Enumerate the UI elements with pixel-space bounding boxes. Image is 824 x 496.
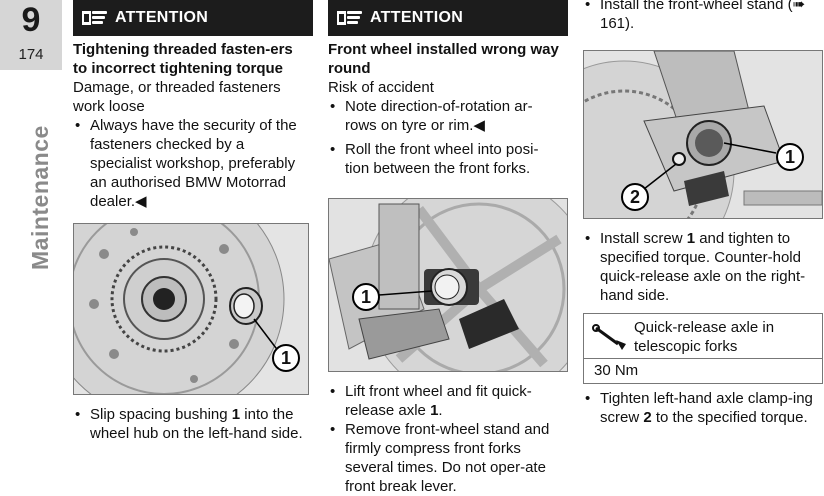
section-title-vertical: Maintenance xyxy=(27,125,57,270)
page-reference-link[interactable]: ➠ 161 xyxy=(600,0,806,32)
column-3: Install the front-wheel stand (➠ 161). 1… xyxy=(583,0,823,427)
spec-label: Quick-release axle in telescopic forks xyxy=(634,319,775,355)
spec-value: 30 Nm xyxy=(594,362,639,379)
axle-clamp-illustration: 1 2 xyxy=(583,50,823,219)
list-item: Roll the front wheel into posi-tion betw… xyxy=(328,140,560,178)
warning-heading: Tightening threaded fasten-ers to incorr… xyxy=(73,41,293,77)
list-item: Install the front-wheel stand (➠ 161). xyxy=(583,0,819,33)
section-title: Maintenance xyxy=(27,125,53,270)
fork-drawing xyxy=(329,199,567,371)
list-item: Slip spacing bushing 1 into the wheel hu… xyxy=(73,405,311,443)
callout-number: 2 xyxy=(629,187,640,207)
warning-heading: Front wheel installed wrong way round xyxy=(328,41,559,77)
wheel-hub-illustration: 1 xyxy=(73,223,309,395)
attention-banner: ATTENTION xyxy=(73,0,313,36)
warning-hand-icon xyxy=(337,11,362,25)
list-item: Remove front-wheel stand and firmly comp… xyxy=(328,420,566,496)
front-fork-illustration: 1 xyxy=(328,198,568,372)
hub-drawing xyxy=(74,224,308,394)
column-2: ATTENTION Front wheel installed wrong wa… xyxy=(328,0,568,496)
attention-label: ATTENTION xyxy=(370,9,464,26)
torque-spec-box: Quick-release axle in telescopic forks 3… xyxy=(583,313,823,384)
axle-drawing xyxy=(584,51,822,218)
list-item: Tighten left-hand axle clamp-ing screw 2… xyxy=(583,389,819,427)
warning-hand-icon xyxy=(82,11,107,25)
wrench-icon xyxy=(592,324,626,350)
list-item: Lift front wheel and fit quick-release a… xyxy=(328,382,566,420)
warning-consequence: Risk of accident xyxy=(328,79,434,96)
page-margin: 9 174 Maintenance xyxy=(0,0,62,495)
attention-label: ATTENTION xyxy=(115,9,209,26)
list-item: Install screw 1 and tighten to specified… xyxy=(583,229,819,305)
attention-banner: ATTENTION xyxy=(328,0,568,36)
chapter-number: 9 xyxy=(21,1,41,39)
callout-number: 1 xyxy=(784,147,795,167)
list-item: Always have the security of the fastener… xyxy=(73,116,308,211)
page-number: 174 xyxy=(18,46,44,63)
chapter-tab: 9 174 xyxy=(0,0,62,70)
column-1: ATTENTION Tightening threaded fasten-ers… xyxy=(73,0,313,443)
callout-number: 1 xyxy=(280,348,291,368)
warning-consequence: Damage, or threaded fasteners work loose xyxy=(73,79,281,115)
callout-number: 1 xyxy=(360,287,371,307)
list-item: Note direction-of-rotation ar-rows on ty… xyxy=(328,97,560,135)
